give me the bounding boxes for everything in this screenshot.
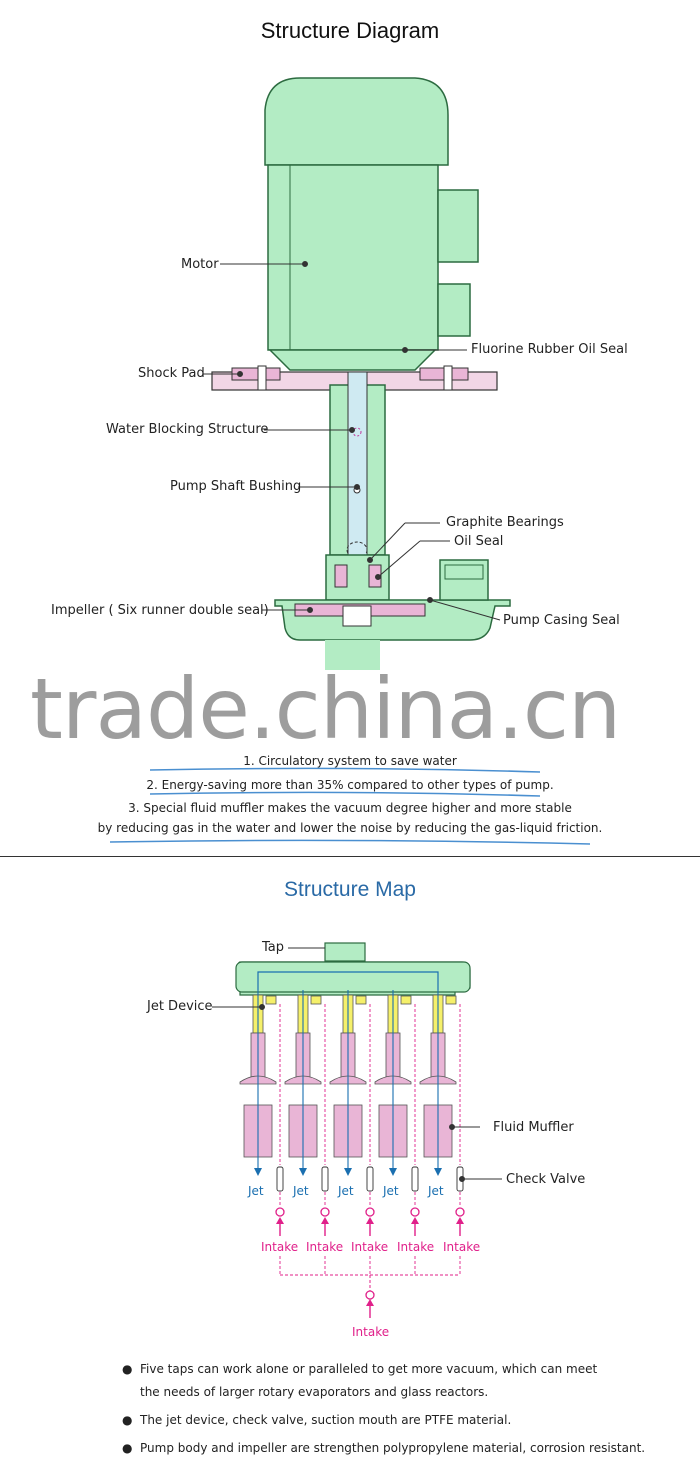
section-divider [0,856,700,857]
pump-structure-diagram [109,77,591,845]
jet-label-5: Jet [428,1184,444,1198]
check-valve-2 [321,1166,329,1192]
intake-arrow-4 [411,1217,419,1224]
bullet-3: ●Pump body and impeller are strengthen p… [122,1437,645,1460]
fluid-muffler-label: Fluid Muffler [493,1120,574,1135]
impeller-label: Impeller ( Six runner double seal) [51,603,269,618]
casing-seal-label: Pump Casing Seal [503,613,620,628]
feature-2: 2. Energy-saving more than 35% compared … [146,778,554,792]
intake-label-3: Intake [351,1240,389,1254]
jet-nozzle-5 [445,995,457,1005]
feature-1: 1. Circulatory system to save water [243,754,457,768]
intake-port-1 [275,1207,285,1217]
shock-pad-label: Shock Pad [138,366,205,381]
diagram-title: Structure Diagram [260,18,440,43]
intake-label-1: Intake [261,1240,299,1254]
jet-label-2: Jet [293,1184,309,1198]
tap-label: Tap [262,940,285,955]
pump-shaft-label: Pump Shaft Bushing [170,479,302,494]
junction-box [437,189,479,263]
fluorine-seal-label: Fluorine Rubber Oil Seal [471,342,628,357]
intake-label-5: Intake [443,1240,481,1254]
bullet-3-text: Pump body and impeller are strengthen po… [140,1441,646,1455]
water-blocking-label: Water Blocking Structure [106,422,269,437]
check-valve-3 [366,1166,374,1192]
jet-nozzle-2 [310,995,322,1005]
intake-port-4 [410,1207,420,1217]
bullet-1: ●Five taps can work alone or paralleled … [122,1358,597,1404]
jet-arrow-2 [299,1168,307,1176]
intake-port-2 [320,1207,330,1217]
jet-arrow-4 [389,1168,397,1176]
bullet-1-cont: the needs of larger rotary evaporators a… [140,1385,489,1399]
intake-port-5 [455,1207,465,1217]
tap [324,942,366,962]
watermark: trade.china.cn [30,660,621,758]
jet-arrow-3 [344,1168,352,1176]
jet-device-label: Jet Device [147,999,213,1014]
intake-label-2: Intake [306,1240,344,1254]
motor-body [267,164,439,351]
motor-label: Motor [181,257,219,272]
feature-3-cont: by reducing gas in the water and lower t… [97,821,603,835]
jet-label-1: Jet [248,1184,264,1198]
intake-arrow-2 [321,1217,329,1224]
intake-port-3 [365,1207,375,1217]
motor-dome [264,77,449,166]
check-valve-label: Check Valve [506,1172,586,1187]
bullet-2-text: The jet device, check valve, suction mou… [140,1413,512,1427]
feature-3: 3. Special fluid muffler makes the vacuu… [128,801,572,815]
bullet-2: ●The jet device, check valve, suction mo… [122,1409,511,1432]
intake-arrow-5 [456,1217,464,1224]
jet-nozzle-4 [400,995,412,1005]
bullet-1-text: Five taps can work alone or paralleled t… [140,1362,598,1376]
jet-label-3: Jet [338,1184,354,1198]
jet-nozzle-3 [355,995,367,1005]
jet-arrow-5 [434,1168,442,1176]
intake-arrow-3 [366,1217,374,1224]
oil-seal-label: Oil Seal [454,534,504,549]
jet-nozzle-1 [265,995,277,1005]
map-title: Structure Map [284,878,416,901]
intake-arrow-1 [276,1217,284,1224]
jet-arrow-1 [254,1168,262,1176]
intake-label-4: Intake [397,1240,435,1254]
graphite-label: Graphite Bearings [446,515,564,530]
check-valve-4 [411,1166,419,1192]
check-valve-1 [276,1166,284,1192]
jet-label-4: Jet [383,1184,399,1198]
intake-label-main: Intake [352,1325,390,1339]
